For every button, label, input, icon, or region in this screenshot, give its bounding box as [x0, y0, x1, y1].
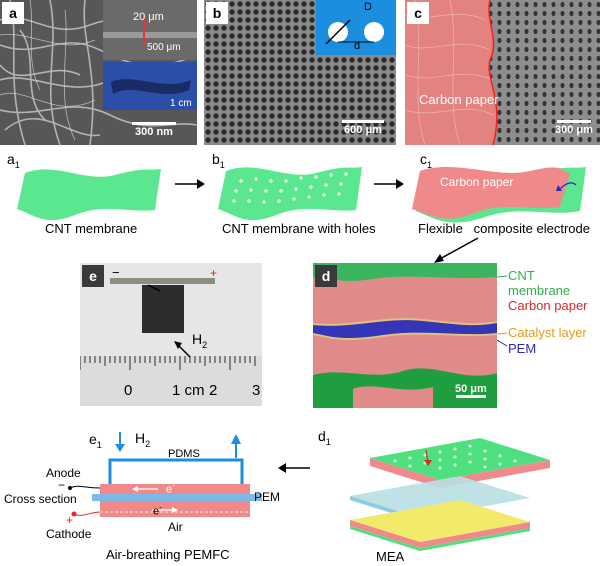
carbon-paper-image: [405, 0, 600, 145]
legend-leader-lines: [497, 275, 508, 347]
inset-label-d: d: [354, 40, 361, 52]
scale-bar-500um: 500 μm: [147, 42, 181, 53]
device-h2-label: H2: [192, 331, 208, 350]
caption-e1: Air-breathing PEMFC: [106, 547, 230, 562]
e1-h2-label: H2: [135, 430, 151, 449]
panel-label-c1: c1: [420, 151, 433, 170]
carbon-paper-label: Carbon paper: [419, 92, 499, 107]
arrow-a1-b1: [175, 179, 205, 189]
ruler-num-2: 2: [209, 382, 218, 399]
ruler-num-0: 0: [124, 382, 133, 399]
e1-air-label: Air: [168, 520, 183, 534]
ruler-num-3: 3: [252, 382, 261, 399]
panel-label-a1: a1: [7, 151, 20, 170]
scale-bar-300um: 300 μm: [555, 120, 593, 136]
cnt-membrane-sheet: [17, 169, 161, 220]
panel-label-b: b: [206, 2, 228, 24]
device-plus: +: [210, 266, 218, 280]
inset-label-D: D: [364, 1, 372, 13]
caption-b1: CNT membrane with holes: [222, 221, 376, 236]
panel-label-c: c: [407, 2, 429, 24]
ruler-num-1cm: 1 cm: [172, 382, 205, 399]
inset-photo: [103, 62, 197, 110]
ruler: 0 1 cm 2 3: [80, 356, 262, 406]
panel-b-sem-image: D d 600 μm b: [204, 0, 396, 145]
e1-cathode-sign: +: [66, 513, 74, 527]
legend-catalyst-layer: Catalyst layer: [508, 325, 587, 340]
composite-electrode-sheet: [412, 167, 586, 223]
panel-label-d1: d1: [318, 428, 331, 447]
h2-pointer-arrows: [147, 284, 191, 358]
legend-carbon-paper: Carbon paper: [508, 298, 588, 313]
cross-section-layers: [313, 263, 497, 408]
cnt-membrane-with-holes-sheet: [218, 167, 362, 220]
arrow-b1-c1: [374, 179, 404, 189]
arrow-c1-d: [434, 237, 479, 263]
inset-hole-dimensions: D d: [316, 0, 396, 55]
arrow-d1-e1: [278, 463, 310, 473]
e1-electron-top: e-: [166, 481, 175, 496]
caption-d1: MEA: [376, 549, 405, 564]
scale-bar-1cm: 1 cm: [170, 98, 192, 109]
panel-label-b1: b1: [212, 151, 225, 170]
e1-pdms-label: PDMS: [168, 448, 200, 460]
device-body: [142, 285, 184, 333]
pemfc-schematic: [68, 432, 262, 517]
e1-cathode-label: Cathode: [46, 527, 92, 541]
panel-c-sem-image: Carbon paper 300 μm c: [405, 0, 600, 145]
e1-pem-label: PEM: [254, 490, 281, 504]
legend-pem: PEM: [508, 341, 537, 356]
scale-bar-300nm: 300 nm: [132, 122, 176, 138]
c1-carbon-paper-label: Carbon paper: [440, 175, 514, 189]
e1-anode-sign: −: [58, 478, 66, 492]
panel-a-sem-image: 20 μm 500 μm 1 cm 300 nm a: [0, 0, 197, 145]
inset-cross-section: [103, 0, 197, 60]
panel-label-e: e: [82, 265, 104, 287]
e1-electron-bottom: e-: [153, 503, 162, 518]
panel-label-a: a: [2, 2, 24, 24]
e1-cross-section-label: Cross section: [4, 492, 77, 506]
legend-cnt-membrane: CNT membrane: [508, 268, 571, 298]
scale-bar-50um: 50 μm: [455, 383, 487, 399]
panel-label-e1: e1: [89, 431, 102, 450]
device-top-bar: [110, 278, 215, 284]
device-minus: −: [112, 265, 120, 280]
panel-e-photo: 0 1 cm 2 3 − + H2 e: [80, 263, 262, 406]
mea-exploded-view: [350, 438, 550, 551]
caption-c1: Flexible composite electrode: [418, 221, 590, 236]
caption-a1: CNT membrane: [45, 221, 138, 236]
scale-bar-20um: 20 μm: [133, 11, 164, 23]
e1-anode-label: Anode: [46, 466, 81, 480]
scale-bar-600um: 600 μm: [342, 120, 384, 136]
panel-label-d: d: [315, 265, 337, 287]
panel-d-cross-section: 50 μm d: [313, 263, 497, 408]
